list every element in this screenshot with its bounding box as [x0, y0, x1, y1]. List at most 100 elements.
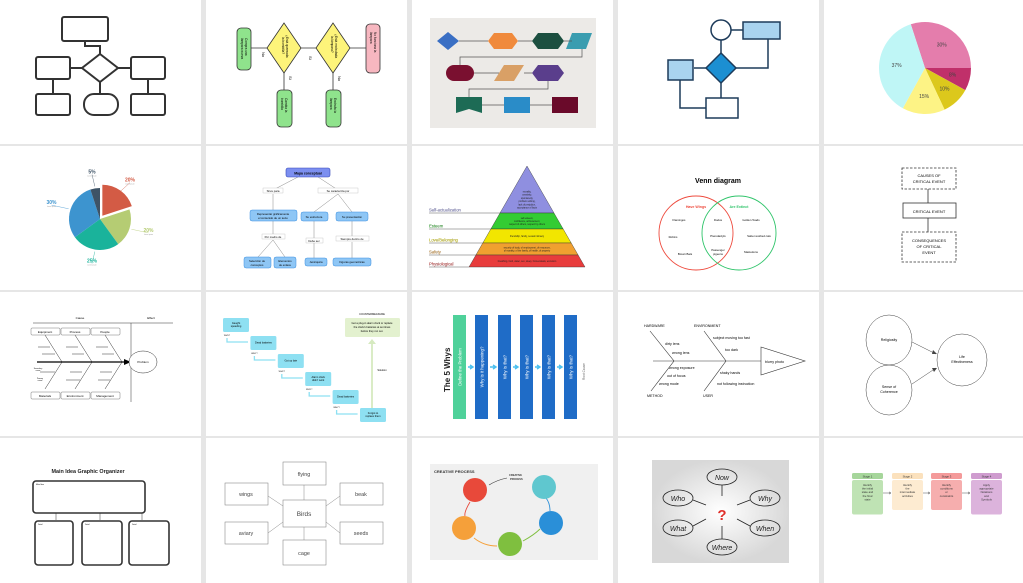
pie-label: 20%: [143, 228, 154, 234]
right-item: Golden Toads: [742, 218, 760, 222]
why-arrow: [281, 374, 303, 379]
stage-text: state: [864, 497, 871, 501]
callout-text: CREATIVE: [509, 473, 522, 477]
thumb-path-model[interactable]: Religiosity Sense of Coherence Life Effe…: [824, 292, 1023, 436]
node-flying: flying: [298, 472, 311, 478]
thumb-five-whys-chain[interactable]: COUNTERMEASURE Get a plug-in alarm clock…: [206, 292, 407, 436]
pie-slice: [100, 209, 131, 245]
decision-plugged: ¿Está enchufada: [334, 34, 338, 58]
category-label: Management: [96, 394, 114, 398]
arrow-icon: [883, 491, 892, 495]
column-label: Why is that?: [502, 354, 507, 379]
blue-flowchart: [667, 19, 781, 119]
consequences-box-2: OF CRITICAL: [917, 244, 943, 249]
stage-title: Stage 1: [863, 475, 873, 479]
level-description: self-esteem,: [521, 217, 534, 220]
thumb-concept-map[interactable]: Mapa conceptual Sirve para Se caracteriz…: [206, 146, 407, 290]
thumb-fishbone-photo[interactable]: HARDWARE ENVIRONMENT METHOD USER blurry …: [618, 292, 819, 436]
creative-process: CREATIVE PROCESS CREATIVE PROCESS: [430, 464, 598, 560]
thumb-pie-chart[interactable]: 30%8%10%15%37%: [824, 0, 1023, 144]
level-label: Safety: [429, 250, 442, 255]
root-node: Mapa conceptual: [294, 172, 322, 176]
node-cage: cage: [298, 551, 310, 557]
thumb-blue-flowchart[interactable]: [618, 0, 819, 144]
primary-cause-note-2: cause: [38, 380, 43, 382]
pie-label: 30%: [46, 200, 57, 206]
pie-slice: [910, 22, 971, 68]
effect-header: Effect: [147, 316, 155, 320]
link-must-be: Debe ser: [308, 239, 319, 243]
word-why: Why: [758, 496, 773, 503]
stage-title: Stage 2: [903, 475, 913, 479]
cause-item: out of focus: [667, 374, 686, 378]
thumb-venn-diagram[interactable]: Venn diagram Have Wings Are Extinct Flam…: [618, 146, 819, 290]
node-selection-2: conceptos: [251, 263, 264, 267]
thumb-birds-map[interactable]: flying wings beak Birds aviary seeds cag…: [206, 438, 407, 583]
column-label: Why is that?: [524, 354, 529, 379]
thumb-creative-process[interactable]: CREATIVE PROCESS CREATIVE PROCESS: [412, 438, 613, 583]
arrow-icon: [513, 364, 520, 370]
node-represent-2: el contenido de un texto: [258, 216, 288, 220]
thumb-main-idea-organizer[interactable]: Main Idea Graphic Organizer Main Idea De…: [0, 438, 201, 583]
arrow-icon: [490, 364, 498, 370]
five-whys-columns: The 5 Whys Root Cause Define the Problem…: [443, 315, 586, 419]
left-item: Robins: [669, 235, 678, 239]
step-circle: [539, 511, 563, 535]
why-label: WHY?: [279, 371, 286, 373]
thumb-five-whys-columns[interactable]: The 5 Whys Root Cause Define the Problem…: [412, 292, 613, 436]
question-words-sketch: Now Who Why What When Where ?: [652, 460, 789, 563]
action-buy: Compra una: [244, 38, 248, 56]
pie-caption: Lorem ipsum: [87, 264, 97, 266]
stage-header: [892, 473, 923, 479]
birds-concept-map: flying wings beak Birds aviary seeds cag…: [224, 461, 384, 566]
thumb-shapes-flow[interactable]: [412, 0, 613, 144]
path-model: Religiosity Sense of Coherence Life Effe…: [865, 314, 988, 416]
start-label: No funciona la: [373, 32, 377, 53]
thumb-question-words[interactable]: Now Who Why What When Where ?: [618, 438, 819, 583]
thumb-fishbone-template[interactable]: Cause Effect Problem Equipment Process P…: [0, 292, 201, 436]
stage-text: Notations: [981, 490, 993, 494]
leader-line: [51, 204, 69, 209]
overlap-item: Dodos: [714, 218, 723, 222]
why-step-box: [305, 372, 332, 386]
step-circle: [452, 516, 476, 540]
category-hardware: HARDWARE: [644, 324, 665, 328]
why-step-text: Forgot to: [368, 411, 379, 415]
stage-text: intermediate: [900, 490, 916, 494]
category-environment: ENVIRONMENT: [694, 324, 721, 328]
overlap-item: pigeons: [713, 252, 723, 256]
thumb-basic-flowchart[interactable]: [0, 0, 201, 144]
category-label: Materials: [39, 394, 52, 398]
leader-line: [91, 251, 96, 264]
callout-text-2: PROCESS: [510, 477, 523, 481]
stage-text: or: [945, 490, 948, 494]
why-step-box: [223, 318, 249, 332]
stage-header: [852, 473, 883, 479]
node-aviary: aviary: [239, 531, 254, 537]
decision-bulb: ¿Está quemada: [285, 35, 289, 58]
node-structure: Su estructura: [306, 215, 323, 219]
category-label: People: [100, 330, 110, 334]
level-description: creativity,: [522, 194, 532, 197]
pie-caption: Lorem ipsum: [47, 206, 57, 208]
stage-body: [892, 480, 923, 510]
five-whys-chain: COUNTERMEASURE Get a plug-in alarm clock…: [223, 312, 400, 422]
level-label: Love/Belonging: [429, 238, 459, 243]
category-label: Environment: [67, 394, 84, 398]
stage-header: [971, 473, 1002, 479]
pie-slice: [925, 68, 966, 110]
action-replace-2: bombilla: [280, 98, 284, 110]
five-whys-title: The 5 Whys: [443, 347, 452, 392]
thumb-critical-event[interactable]: CAUSES OF CRITICAL EVENT CRITICAL EVENT …: [824, 146, 1023, 290]
cause-item: subject moving too fast: [713, 336, 750, 340]
level-description: of morality, of the family, of health, o…: [504, 250, 551, 253]
main-idea-label: Main Idea: [36, 484, 44, 486]
decision-bulb-2: la bombilla?: [281, 37, 285, 54]
level-description: security of body, of employment, of reso…: [504, 246, 551, 249]
why-column: [520, 315, 533, 419]
